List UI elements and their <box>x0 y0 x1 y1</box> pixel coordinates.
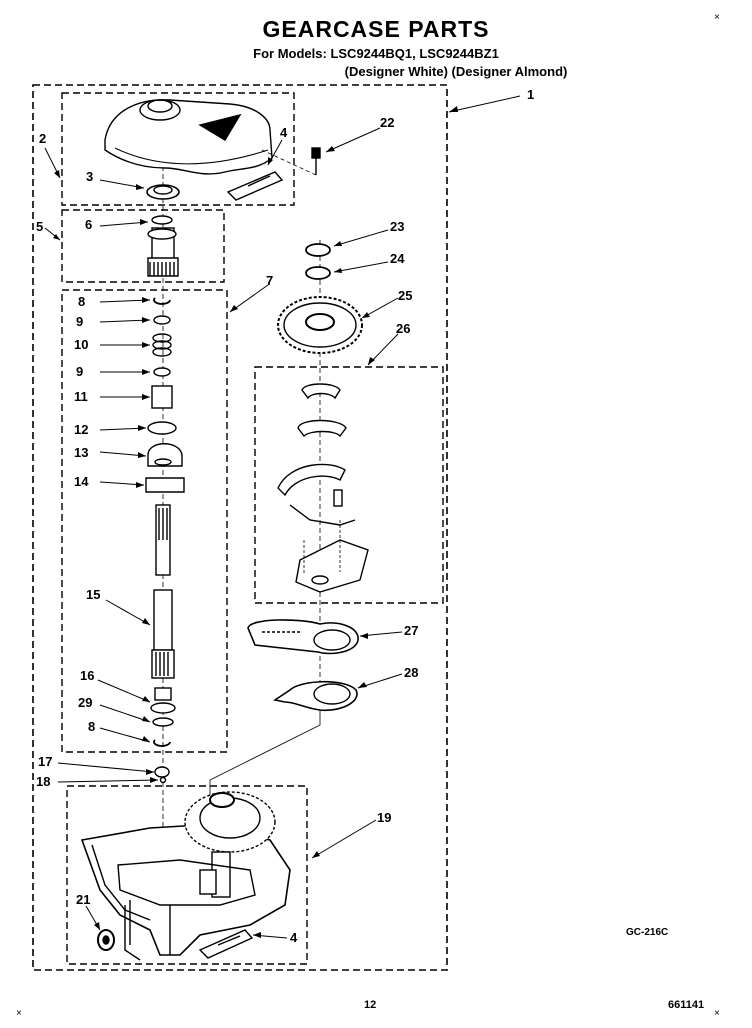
callout-29: 29 <box>78 695 93 710</box>
bearing-3 <box>146 184 180 200</box>
colors-line: (Designer White) (Designer Almond) <box>344 64 568 79</box>
doc-number: 661141 <box>668 999 705 1011</box>
callout-8: 8 <box>78 294 86 309</box>
shifter-group-box-26 <box>254 366 444 604</box>
callout-8b: 8 <box>88 719 96 734</box>
callout-18: 18 <box>36 774 51 789</box>
cam-14 <box>145 477 185 493</box>
screw-22 <box>311 147 321 159</box>
shaft-group-box-7 <box>61 289 228 753</box>
pinion-group-box-5 <box>61 209 225 283</box>
callout-9b: 9 <box>76 364 84 379</box>
callout-9: 9 <box>76 314 84 329</box>
washer-24 <box>305 266 331 280</box>
callout-4-top: 4 <box>280 125 288 140</box>
washer-9b <box>153 367 171 377</box>
callout-17: 17 <box>38 754 53 769</box>
callout-13: 13 <box>74 445 89 460</box>
callout-7: 7 <box>266 273 274 288</box>
seal-17 <box>154 766 170 778</box>
callout-27: 27 <box>404 623 419 638</box>
pinion-6 <box>151 215 173 225</box>
cam-13 <box>147 443 183 467</box>
washer-9 <box>153 315 171 325</box>
clutch-11 <box>151 385 173 409</box>
cover-group-box-2 <box>61 92 295 206</box>
callout-16: 16 <box>80 668 95 683</box>
callout-25: 25 <box>398 288 413 303</box>
bushing-16 <box>154 687 172 701</box>
gearcase-19 <box>80 791 291 961</box>
snap-ring-8 <box>153 297 171 305</box>
models-line: For Models: LSC9244BQ1, LSC9244BZ1 <box>253 46 499 61</box>
callout-10: 10 <box>74 337 89 352</box>
spring-10 <box>152 333 172 357</box>
snap-ring-8b <box>153 739 171 747</box>
gearcase-cover <box>104 99 273 175</box>
callout-26: 26 <box>396 321 411 336</box>
page-number: 12 <box>364 999 377 1011</box>
callout-28: 28 <box>404 665 419 680</box>
callout-19: 19 <box>377 810 392 825</box>
callout-3: 3 <box>86 169 94 184</box>
page-title: GEARCASE PARTS <box>262 16 490 42</box>
grease-tube-top <box>226 171 284 201</box>
washer-23 <box>305 243 331 257</box>
corner-mark-top-right: × <box>714 12 720 23</box>
washer-12 <box>147 421 177 435</box>
washer-29 <box>150 702 176 714</box>
callout-1: 1 <box>527 87 535 102</box>
ball-18 <box>159 776 167 784</box>
callout-11: 11 <box>74 389 88 404</box>
callout-15: 15 <box>86 587 101 602</box>
callout-4-bottom: 4 <box>290 930 298 945</box>
callout-23: 23 <box>390 219 405 234</box>
callout-14: 14 <box>74 474 89 489</box>
callout-21: 21 <box>76 892 91 907</box>
callout-24: 24 <box>390 251 405 266</box>
callout-6: 6 <box>85 217 93 232</box>
corner-mark-bottom-left: × <box>16 1008 22 1019</box>
callout-22: 22 <box>380 115 395 130</box>
figure-code: GC-216C <box>626 927 669 938</box>
corner-mark-bottom-right: × <box>714 1008 720 1019</box>
callout-2: 2 <box>39 131 47 146</box>
callout-12: 12 <box>74 422 89 437</box>
gear-25 <box>277 296 363 354</box>
callout-5: 5 <box>36 219 44 234</box>
